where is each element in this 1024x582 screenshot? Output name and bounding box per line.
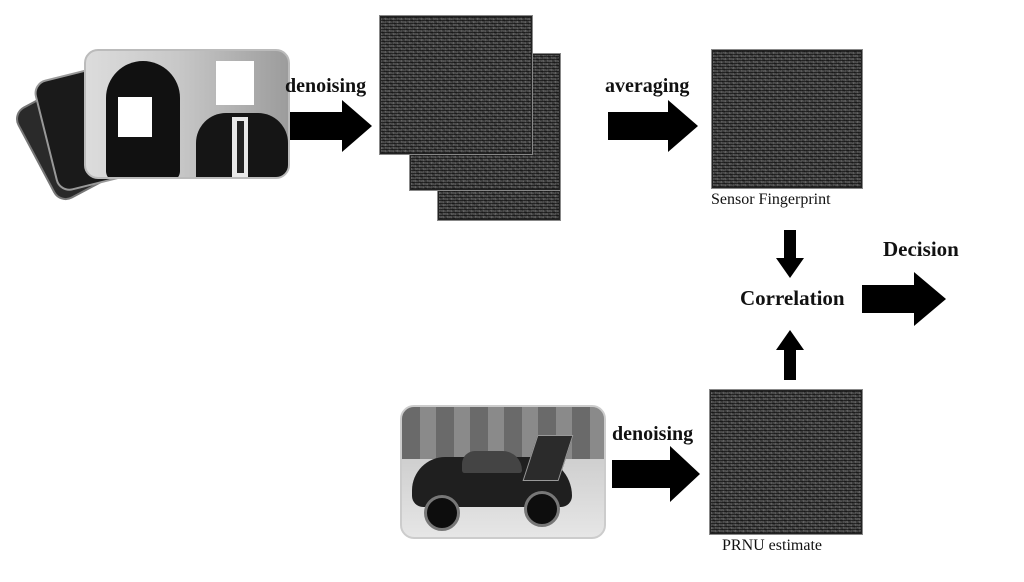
label-denoising-top: denoising <box>285 75 366 98</box>
man-face-mask <box>216 61 254 105</box>
arrow-denoising-top <box>290 100 372 152</box>
noise-residual-1 <box>380 16 532 154</box>
sensor-fingerprint-image <box>712 50 862 188</box>
prnu-estimate-image <box>710 390 862 534</box>
portrait-photo <box>84 49 290 179</box>
car-windshield <box>462 451 522 473</box>
man-tie <box>237 121 244 173</box>
query-photo-car <box>400 405 606 539</box>
label-prnu-estimate: PRNU estimate <box>722 537 822 555</box>
label-sensor-fingerprint: Sensor Fingerprint <box>711 191 831 209</box>
car-wheel-front <box>424 495 460 531</box>
label-denoising-bottom: denoising <box>612 423 693 446</box>
woman-face-mask <box>118 97 152 137</box>
training-photos-stack <box>22 45 290 195</box>
arrow-fingerprint-to-correlation <box>776 230 804 278</box>
arrow-denoising-bottom <box>612 446 700 502</box>
arrow-decision <box>862 272 946 326</box>
car-wheel-rear <box>524 491 560 527</box>
label-averaging: averaging <box>605 75 689 98</box>
arrow-prnu-to-correlation <box>776 330 804 380</box>
arrow-averaging <box>608 100 698 152</box>
label-decision: Decision <box>883 237 959 262</box>
label-correlation: Correlation <box>740 286 845 311</box>
